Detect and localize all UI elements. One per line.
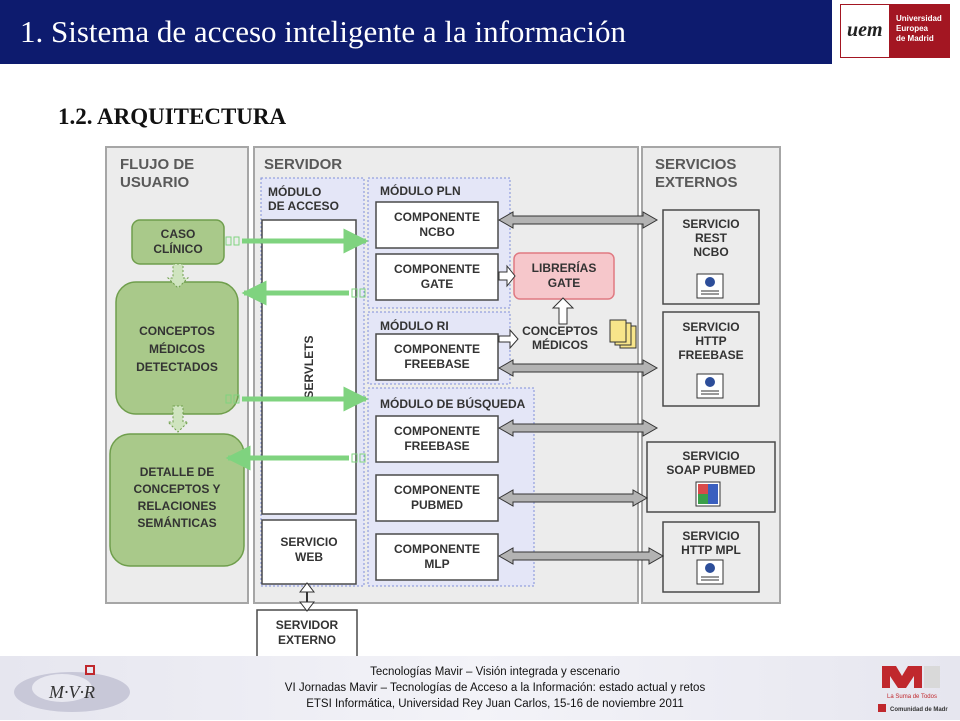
double-arrow-pubmed	[497, 489, 649, 507]
servlets-label: SERVLETS	[302, 335, 316, 398]
green-arrow-conceptos-busqueda	[225, 386, 369, 412]
arrow-freebase-conceptos	[498, 328, 519, 350]
green-arrow-caso-pln	[225, 228, 369, 254]
slide-footer	[0, 656, 960, 720]
servicio-web-box	[261, 519, 357, 585]
flow-arrow-down-2	[166, 405, 190, 433]
double-arrow-freebase-ri	[497, 359, 659, 377]
web-service-icon	[696, 559, 724, 585]
slide-title: 1. Sistema de acceso inteligente a la in…	[20, 14, 626, 49]
double-arrow-ncbo	[497, 211, 659, 229]
mavir-logo: M·V·R	[10, 662, 140, 714]
svg-text:La Suma de Todos: La Suma de Todos	[887, 694, 937, 700]
double-arrow-mlp	[497, 547, 665, 565]
slide-header: 1. Sistema de acceso inteligente a la in…	[0, 0, 832, 64]
double-arrow-freebase-busqueda	[497, 419, 659, 437]
arrow-gate-librerias	[498, 264, 516, 288]
component-gate	[375, 253, 499, 301]
green-arrow-gate-conceptos	[241, 280, 366, 306]
module-ri-label: MÓDULO RI	[380, 318, 449, 333]
panel-servidor-title: SERVIDOR	[264, 156, 342, 173]
uem-logo-mark: uem	[840, 4, 890, 58]
component-mlp	[375, 533, 499, 581]
documents-icon	[609, 319, 637, 349]
footer-line-2: VI Jornadas Mavir – Tecnologías de Acces…	[284, 682, 706, 694]
component-freebase-busqueda	[375, 415, 499, 463]
uem-logo-name: Universidad Europea de Madrid	[896, 14, 942, 43]
servlets-box	[261, 219, 357, 515]
svg-text:Comunidad de Madrid: Comunidad de Madrid	[890, 707, 948, 713]
module-busqueda-label: MÓDULO DE BÚSQUEDA	[380, 396, 526, 411]
footer-text: Tecnologías Mavir – Visión integrada y e…	[150, 664, 840, 712]
arrow-web-externo	[298, 582, 316, 612]
service-http-freebase	[662, 311, 760, 407]
component-freebase-ri	[375, 333, 499, 381]
arrow-librerias-conceptos	[551, 297, 575, 325]
uem-logo: uem Universidad Europea de Madrid	[840, 4, 950, 58]
section-title: 1.2. ARQUITECTURA	[58, 104, 287, 129]
pubmed-icon	[695, 481, 721, 507]
comunidad-madrid-logo: La Suma de Todos Comunidad de Madrid	[876, 662, 953, 716]
flow-detalle	[109, 433, 245, 567]
green-arrow-busqueda-detalle	[225, 445, 366, 471]
footer-line-1: Tecnologías Mavir – Visión integrada y e…	[370, 666, 620, 678]
component-ncbo	[375, 201, 499, 249]
module-pln-label: MÓDULO PLN	[380, 183, 461, 198]
footer-line-3: ETSI Informática, Universidad Rey Juan C…	[306, 698, 684, 710]
web-service-icon	[696, 273, 724, 299]
flow-arrow-down-1	[166, 263, 190, 289]
svg-text:M·V·R: M·V·R	[48, 682, 95, 702]
servidor-externo-box	[256, 609, 358, 659]
web-service-icon	[696, 373, 724, 399]
